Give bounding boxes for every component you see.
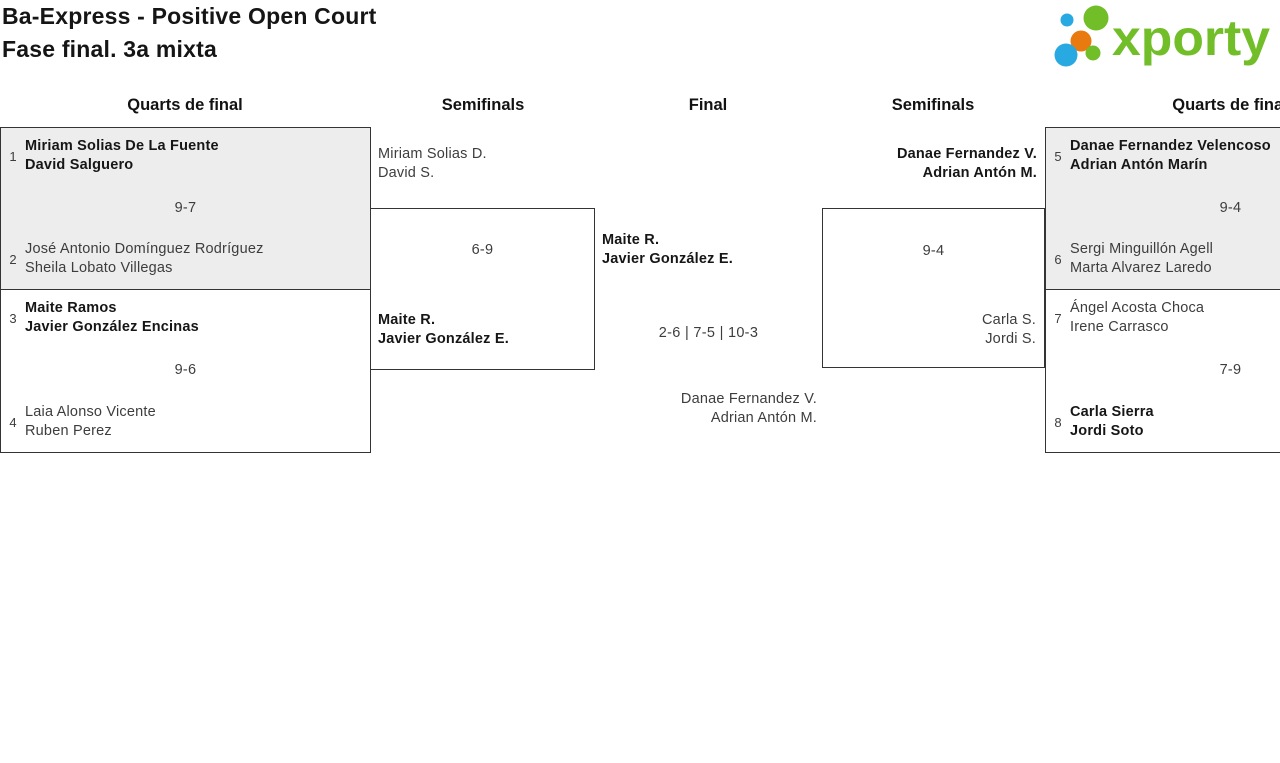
- match-box-qf-left-1[interactable]: 1 Miriam Solias De La Fuente David Salgu…: [0, 127, 371, 290]
- team-pair: José Antonio Domínguez Rodríguez Sheila …: [25, 240, 264, 278]
- team-pair: Danae Fernandez Velencoso Adrian Antón M…: [1070, 137, 1271, 175]
- player-name: Adrian Antón Marín: [1070, 157, 1208, 173]
- round-header-quarts-left: Quarts de final: [127, 96, 243, 114]
- player-name: Ruben Perez: [25, 423, 112, 439]
- seed-number: 2: [9, 251, 17, 267]
- match-score: 9-7: [174, 199, 197, 216]
- seed-number: 1: [9, 148, 17, 164]
- player-name: Adrian Antón M.: [710, 410, 817, 426]
- logo-text: xporty: [1112, 10, 1270, 66]
- match-final[interactable]: Maite R. Javier González E. 2-6 | 7-5 | …: [595, 127, 822, 437]
- player-name: Javier González Encinas: [25, 319, 199, 335]
- player-name: David S.: [378, 165, 435, 181]
- round-header-final: Final: [688, 96, 728, 114]
- seed-number: 5: [1054, 148, 1062, 164]
- player-name: Sergi Minguillón Agell: [1070, 241, 1214, 257]
- player-name: Jordi S.: [985, 331, 1036, 347]
- player-name: Maite R.: [378, 312, 436, 328]
- seed-number: 3: [9, 310, 17, 326]
- round-header-quarts-right: Quarts de final: [1172, 96, 1280, 114]
- player-name: Miriam Solias D.: [378, 146, 487, 162]
- phase-subtitle: Fase final. 3a mixta: [2, 36, 217, 62]
- team-pair: Maite R. Javier González E.: [602, 231, 733, 269]
- player-name: Marta Alvarez Laredo: [1070, 260, 1212, 276]
- match-score: 6-9: [471, 242, 494, 258]
- team-pair: Maite Ramos Javier González Encinas: [25, 299, 199, 337]
- match-score: 2-6 | 7-5 | 10-3: [658, 325, 759, 341]
- player-name: Miriam Solias De La Fuente: [25, 138, 219, 154]
- player-name: David Salguero: [25, 157, 134, 173]
- player-name: José Antonio Domínguez Rodríguez: [25, 241, 264, 257]
- team-pair: Sergi Minguillón Agell Marta Alvarez Lar…: [1070, 240, 1213, 278]
- player-name: Jordi Soto: [1070, 423, 1144, 439]
- tournament-title: Ba-Express - Positive Open Court: [2, 3, 377, 29]
- seed-number: 7: [1054, 310, 1062, 326]
- player-name: Javier González E.: [378, 331, 509, 347]
- match-box-qf-right-1[interactable]: 5 Danae Fernandez Velencoso Adrian Antón…: [1045, 127, 1280, 290]
- player-name: Laia Alonso Vicente: [25, 404, 156, 420]
- player-name: Danae Fernandez V.: [896, 146, 1037, 162]
- team-pair: Danae Fernandez V. Adrian Antón M.: [897, 145, 1037, 183]
- player-name: Maite R.: [602, 232, 660, 248]
- seed-number: 6: [1054, 251, 1062, 267]
- player-name: Carla Sierra: [1070, 404, 1154, 420]
- player-name: Javier González E.: [602, 251, 733, 267]
- team-pair: Carla Sierra Jordi Soto: [1070, 403, 1154, 441]
- round-header-semifinals-right: Semifinals: [891, 96, 975, 114]
- player-name: Carla S.: [982, 312, 1036, 328]
- match-box-qf-left-2[interactable]: 3 Maite Ramos Javier González Encinas 9-…: [0, 289, 371, 453]
- team-pair: Miriam Solias De La Fuente David Salguer…: [25, 137, 219, 175]
- match-score: 9-4: [922, 243, 945, 259]
- player-name: Ángel Acosta Choca: [1070, 300, 1205, 316]
- match-box-qf-right-2[interactable]: 7 Ángel Acosta Choca Irene Carrasco 7-9 …: [1045, 289, 1280, 453]
- logo-dots-icon: [1054, 5, 1109, 67]
- match-score: 9-4: [1219, 199, 1242, 216]
- player-name: Irene Carrasco: [1070, 319, 1169, 335]
- match-score: 9-6: [174, 362, 197, 378]
- team-pair: Carla S. Jordi S.: [982, 311, 1036, 349]
- sf-left-box: 6-9 Maite R. Javier González E.: [370, 208, 595, 370]
- round-header-semifinals-left: Semifinals: [441, 96, 525, 114]
- player-name: Danae Fernandez Velencoso: [1070, 138, 1271, 154]
- team-pair: Ángel Acosta Choca Irene Carrasco: [1070, 299, 1204, 337]
- match-sf-right[interactable]: Danae Fernandez V. Adrian Antón M. 9-4 C…: [822, 127, 1045, 372]
- seed-number: 8: [1054, 414, 1062, 430]
- team-pair: Danae Fernandez V. Adrian Antón M.: [681, 390, 817, 428]
- player-name: Maite Ramos: [25, 300, 117, 316]
- sf-right-box: 9-4 Carla S. Jordi S.: [822, 208, 1045, 368]
- xporty-logo[interactable]: xporty: [1048, 2, 1280, 70]
- team-pair: Miriam Solias D. David S.: [378, 145, 487, 183]
- page-title: Ba-Express - Positive Open Court Fase fi…: [2, 0, 377, 66]
- seed-number: 4: [9, 414, 17, 430]
- player-name: Danae Fernandez V.: [680, 391, 817, 407]
- player-name: Adrian Antón M.: [922, 165, 1037, 181]
- match-sf-left[interactable]: Miriam Solias D. David S. 6-9 Maite R. J…: [370, 127, 595, 372]
- match-score: 7-9: [1219, 362, 1242, 378]
- player-name: Sheila Lobato Villegas: [25, 260, 173, 276]
- team-pair: Maite R. Javier González E.: [378, 311, 509, 349]
- team-pair: Laia Alonso Vicente Ruben Perez: [25, 403, 156, 441]
